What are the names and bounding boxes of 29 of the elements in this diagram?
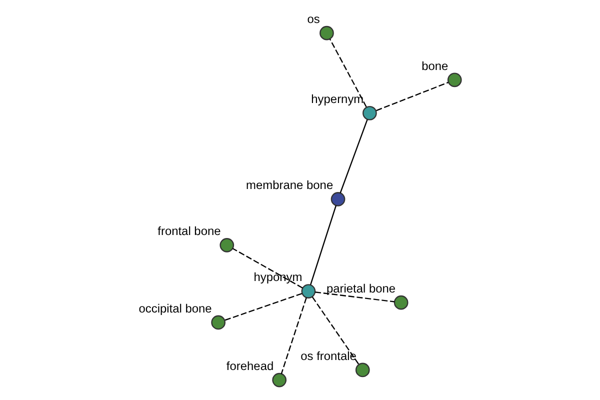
node-label: occipital bone [138,301,212,316]
node-label: os [307,12,320,26]
node-label: bone [422,58,448,73]
node-circle [394,295,408,310]
node-circle [362,106,377,120]
connector [376,82,448,112]
connector [232,248,303,288]
node-label: hyponym [254,270,302,284]
connector [310,205,337,285]
connector [312,296,360,365]
node-label: os frontale [300,348,356,363]
node-circle [320,26,334,40]
node-circle [355,362,370,378]
node-label: forehead [226,358,274,373]
connector [280,297,307,374]
node-circle [301,284,316,298]
node-circle [220,238,234,252]
node-circle [447,72,462,88]
connector [329,38,367,108]
node-circle [211,315,226,330]
node-label: hypernym [311,92,364,106]
node-circle [330,192,346,206]
node-label: membrane bone [246,178,334,192]
connector [224,292,302,321]
node-circle [272,372,287,388]
node-label: frontal bone [158,224,221,238]
connector [340,120,368,194]
node-label: parietal bone [326,281,396,296]
connector [315,292,395,302]
